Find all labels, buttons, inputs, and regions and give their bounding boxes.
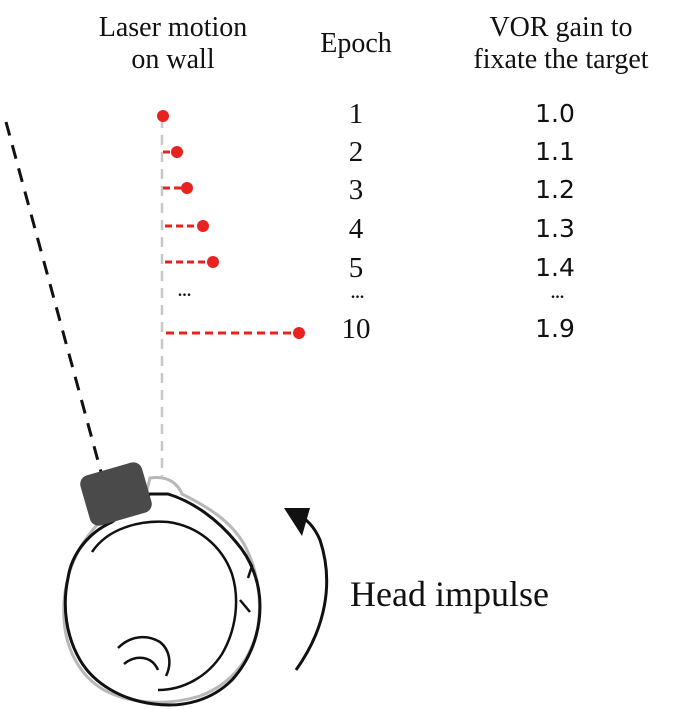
vor-gain-header: VOR gain to fixate the target bbox=[438, 12, 684, 76]
laser-dot-epoch-1 bbox=[157, 110, 169, 122]
epoch-header-label: Epoch bbox=[320, 28, 392, 59]
epoch-2-label: 2 bbox=[348, 136, 364, 168]
head-impulse-arrow-curve bbox=[294, 512, 329, 671]
gain-5-value: 1.4 bbox=[535, 253, 575, 282]
gain-4-value: 1.3 bbox=[535, 214, 575, 243]
laser-motion-header-line1: Laser motion bbox=[98, 12, 248, 43]
laser-dot-epoch-3 bbox=[181, 182, 193, 194]
laser-dot-epoch-5 bbox=[207, 256, 219, 268]
laser-dot-epoch-2 bbox=[171, 146, 183, 158]
epoch-header: Epoch bbox=[300, 28, 412, 60]
epoch-5-label: 5 bbox=[348, 252, 364, 284]
gain-2-value: 1.1 bbox=[535, 137, 575, 166]
laser-motion-header-line2: on wall bbox=[131, 44, 215, 75]
gain-3-value: 1.2 bbox=[535, 175, 575, 204]
laser-ellipsis: ... bbox=[177, 276, 192, 301]
epoch-4-label: 4 bbox=[348, 213, 364, 245]
gain-1-value: 1.0 bbox=[535, 99, 575, 128]
laser-beam-line bbox=[4, 121, 103, 473]
head-impulse-arrowhead bbox=[284, 508, 310, 536]
epoch-1-label: 1 bbox=[348, 98, 364, 130]
vor-gain-header-line1: VOR gain to bbox=[489, 12, 633, 43]
epoch-10-label: 10 bbox=[341, 313, 371, 345]
head-jaw-detail bbox=[239, 551, 254, 613]
head-ear-detail bbox=[117, 635, 171, 677]
epoch-3-label: 3 bbox=[348, 174, 364, 206]
epoch-ellipsis: ... bbox=[350, 278, 365, 303]
gain-ellipsis: ... bbox=[550, 278, 565, 303]
laser-traces bbox=[157, 110, 305, 339]
laser-dot-epoch-4 bbox=[197, 220, 209, 232]
head-outline bbox=[63, 492, 262, 707]
laser-device bbox=[80, 462, 152, 526]
laser-dot-epoch-10 bbox=[293, 327, 305, 339]
laser-motion-header: Laser motion on wall bbox=[58, 12, 288, 76]
gain-10-value: 1.9 bbox=[535, 314, 575, 343]
head-impulse-label: Head impulse bbox=[350, 574, 549, 614]
head-inner-outline bbox=[90, 520, 238, 692]
vor-gain-header-line2: fixate the target bbox=[473, 44, 649, 75]
